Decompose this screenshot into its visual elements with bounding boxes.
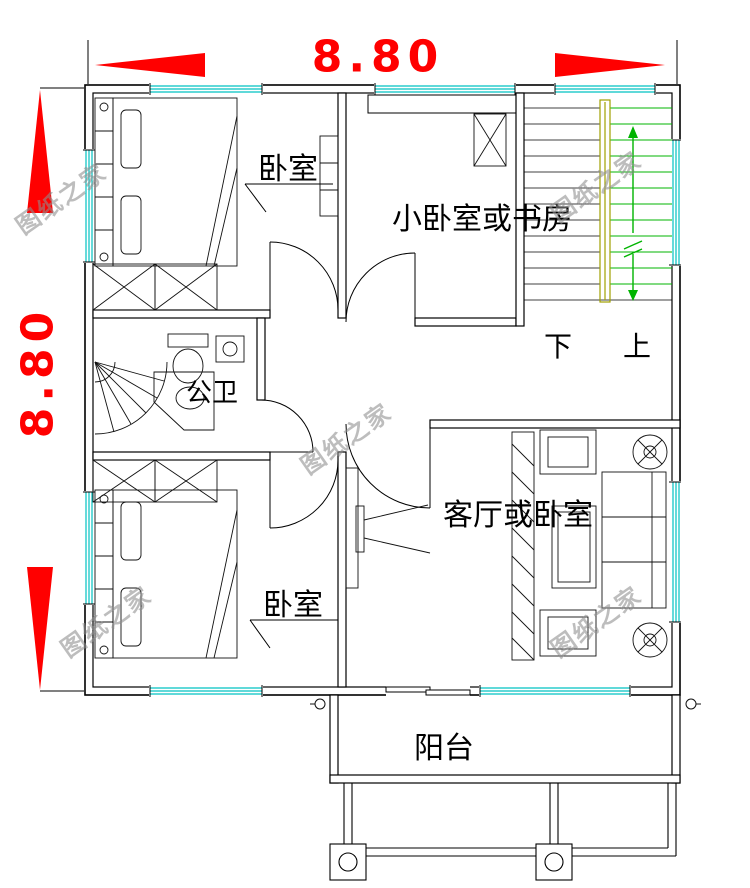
dimension-left-text: 8.80 [12, 305, 64, 439]
room-label-bathroom: 公卫 [185, 378, 239, 409]
cabinet-bedroom-top [319, 135, 339, 217]
window-glazing [85, 85, 680, 695]
wardrobe-top [92, 263, 218, 311]
interior-walls [92, 92, 681, 688]
dimension-top-text: 8.80 [311, 31, 445, 83]
stair-label-up: 上 [622, 330, 652, 363]
cabinet-study [473, 113, 507, 167]
tv-console [345, 467, 431, 589]
ground-columns [329, 783, 677, 881]
room-label-bedroom-bottom: 卧室 [263, 588, 323, 623]
bathroom-fixtures [94, 333, 245, 435]
wardrobe-bottom [92, 459, 218, 503]
window-caps [83, 83, 681, 697]
room-label-study: 小卧室或书房 [392, 202, 572, 237]
drain-pipes [310, 698, 701, 710]
room-label-living: 客厅或卧室 [443, 498, 593, 533]
room-label-balcony: 阳台 [414, 731, 474, 766]
doors [260, 241, 471, 696]
stair-label-down: 下 [543, 330, 573, 363]
stair-direction-arrows [623, 126, 643, 301]
stair-rail [599, 99, 611, 303]
bed-top [94, 97, 238, 267]
bay-window-sill [367, 94, 523, 114]
balcony-structure [329, 694, 681, 784]
dimension-ticks [40, 40, 678, 692]
living-room-furniture [511, 429, 668, 661]
bed-bottom [94, 489, 238, 659]
dimension-arrows [27, 53, 665, 690]
label-leaders [244, 183, 338, 649]
staircase [524, 99, 672, 303]
room-label-bedroom-top: 卧室 [258, 152, 318, 187]
